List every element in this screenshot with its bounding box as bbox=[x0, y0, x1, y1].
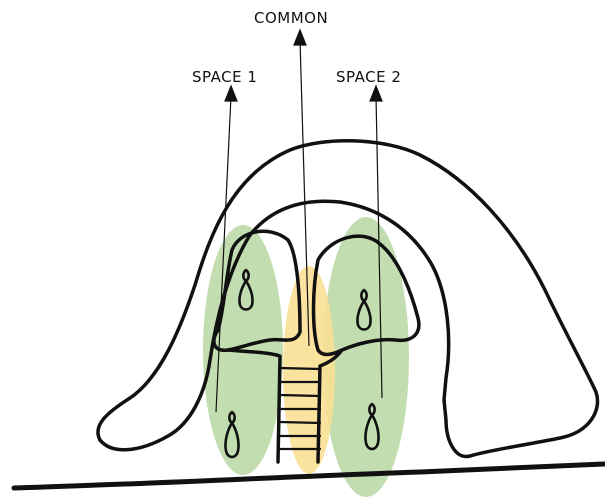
common-zone bbox=[283, 266, 335, 474]
label-space-2: SPACE 2 bbox=[336, 68, 401, 86]
arrow-space1-head bbox=[225, 86, 237, 101]
arrow-space2-head bbox=[370, 86, 382, 101]
arrow-common-head bbox=[294, 30, 306, 45]
label-common: COMMON bbox=[254, 9, 328, 27]
label-space-1: SPACE 1 bbox=[192, 68, 257, 86]
